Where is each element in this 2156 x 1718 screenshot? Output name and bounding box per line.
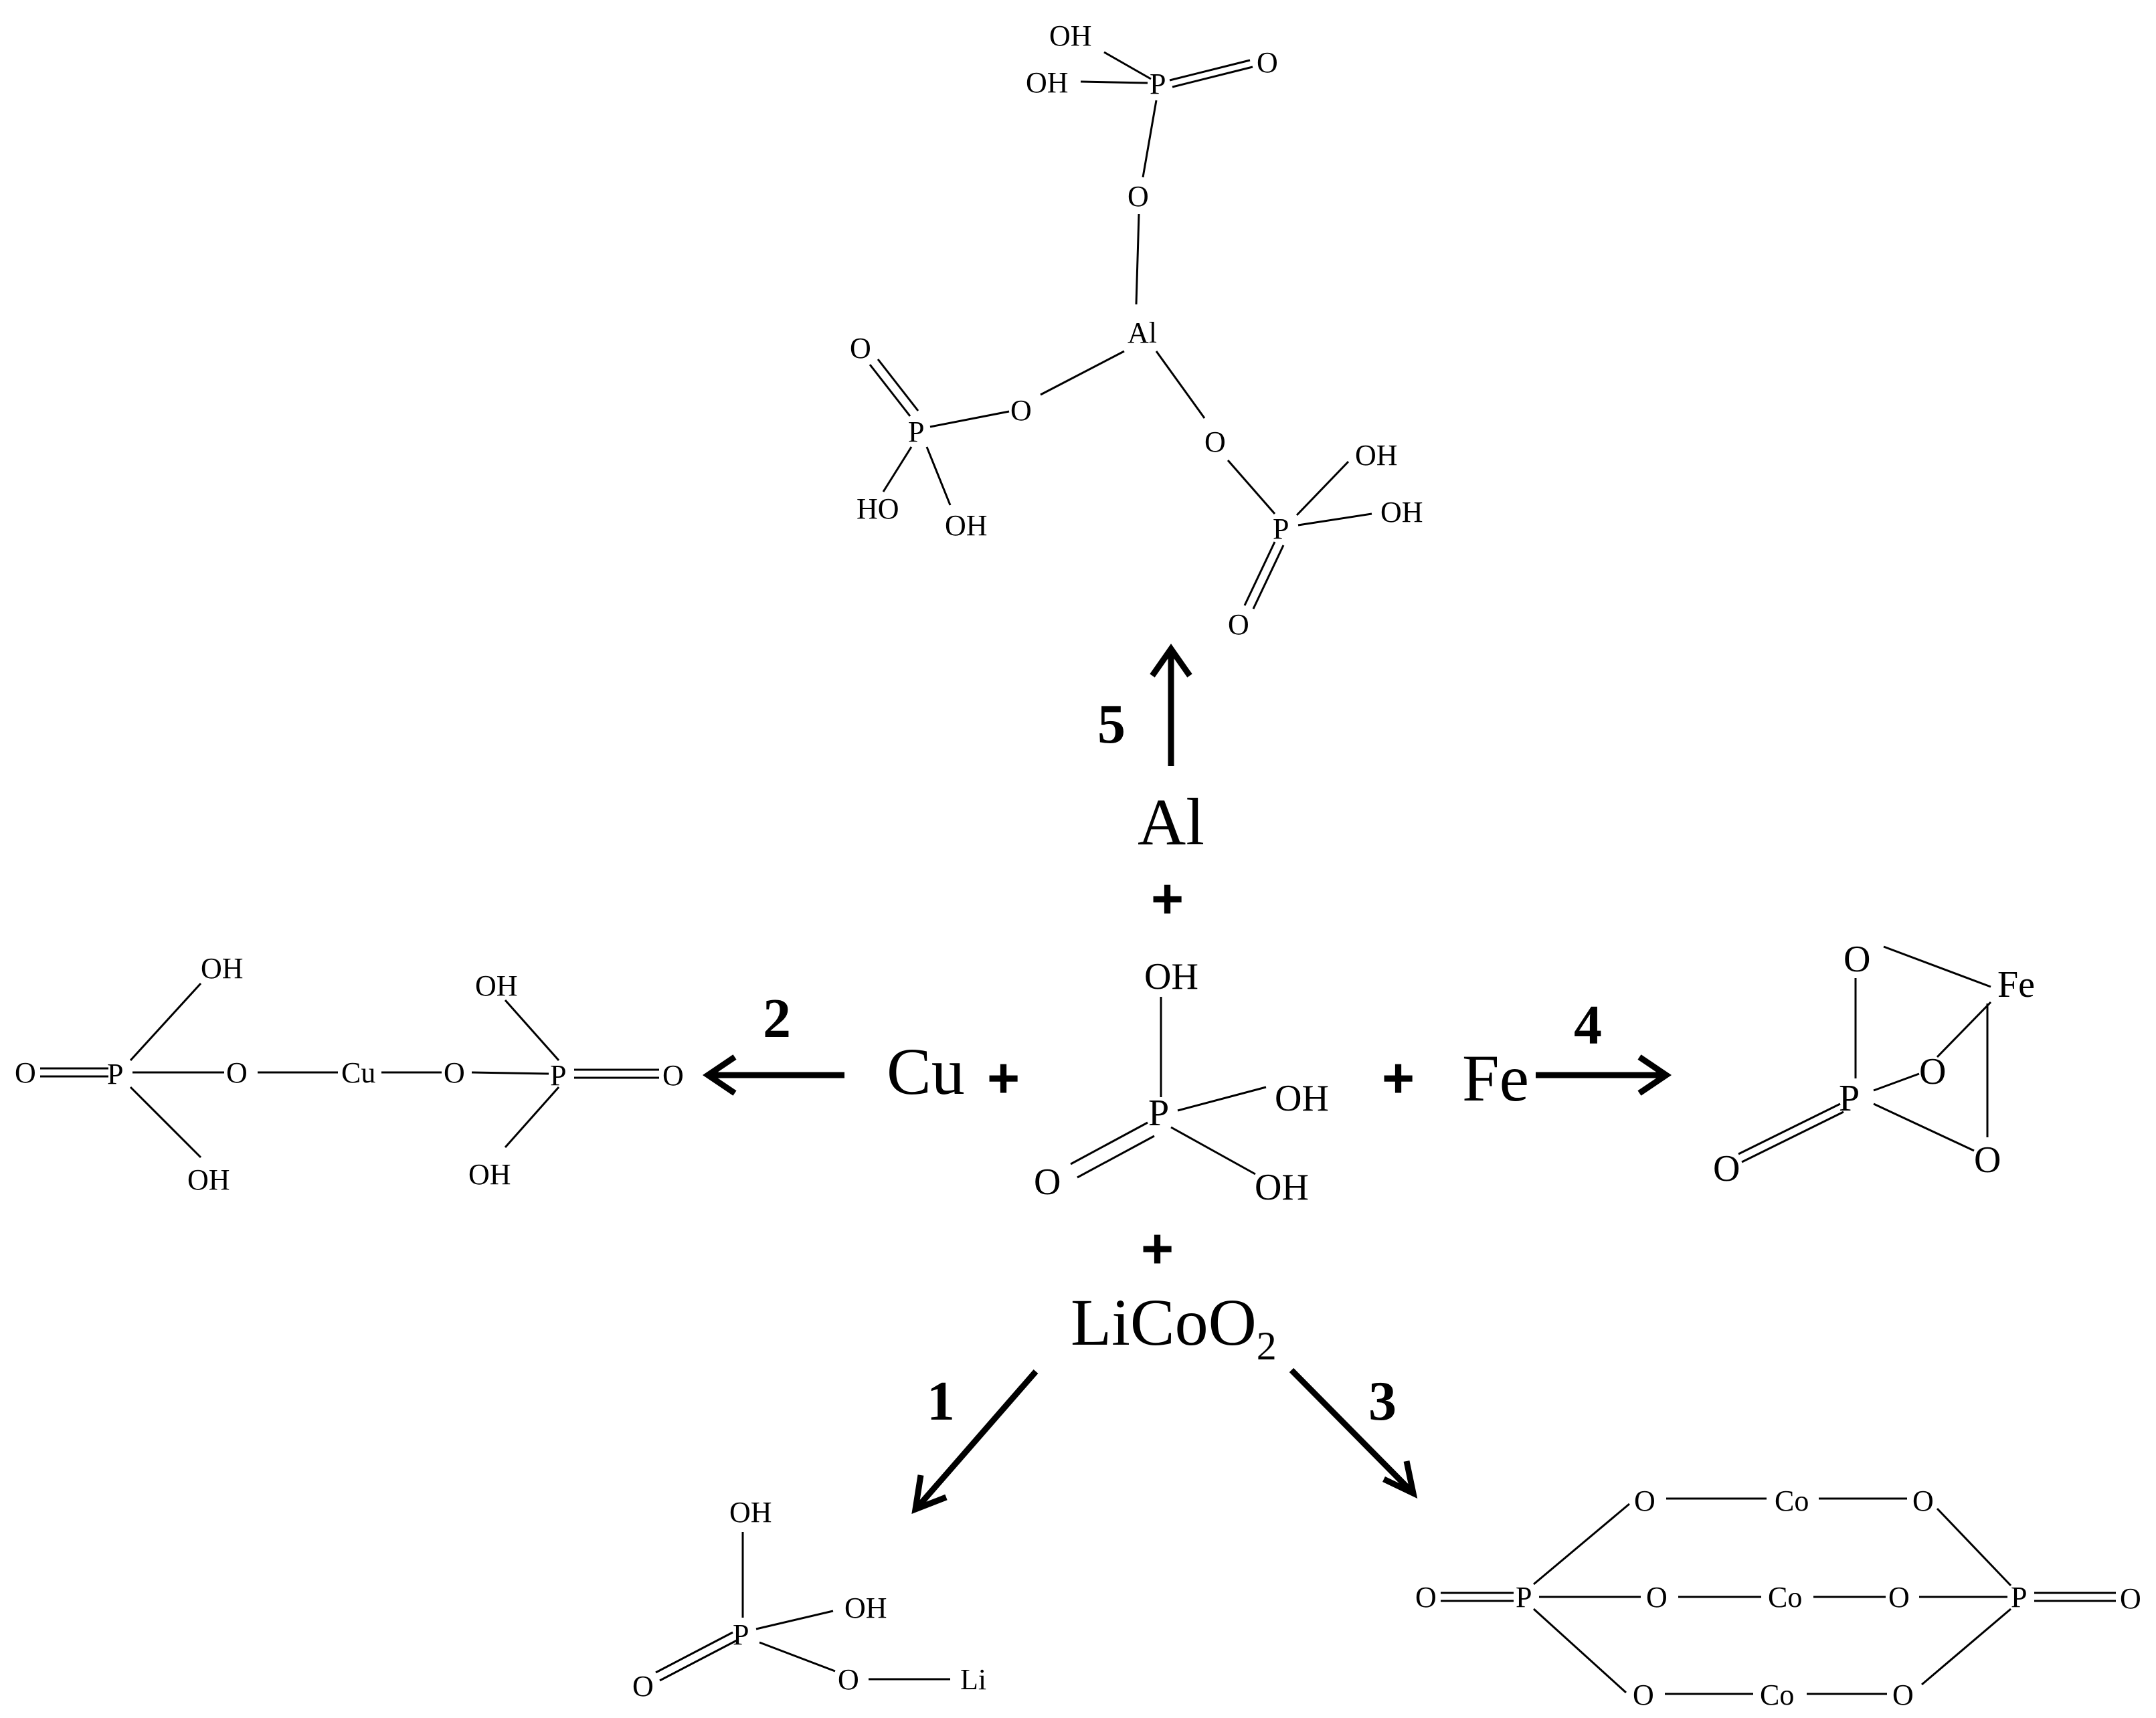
product-cobalt-phosphate: O P O Co O O Co O O Co O P O	[1415, 1485, 2141, 1711]
co-o-mid-right: O	[1888, 1581, 1910, 1614]
cu-p-left: P	[107, 1058, 123, 1090]
product-lithium-phosphate: OH P OH O Li O	[632, 1496, 986, 1703]
al-o-top-dbl: O	[1257, 46, 1278, 79]
co-o-mid-left: O	[1646, 1581, 1668, 1614]
arrow-reaction-2: 2	[702, 987, 844, 1096]
cu-o-bridge-right: O	[444, 1056, 465, 1089]
cu-o-bridge-left: O	[226, 1056, 248, 1089]
arrow-reaction-4: 4	[1536, 994, 1672, 1096]
fe-o-mid: O	[1919, 1051, 1946, 1092]
fe-o-bottom: O	[1974, 1139, 2001, 1181]
co-o-dbl-right: O	[2120, 1582, 2141, 1615]
reaction-number-4: 4	[1574, 994, 1602, 1056]
li-o-dbl: O	[632, 1670, 654, 1703]
reaction-number-3: 3	[1368, 1370, 1397, 1432]
reaction-number-2: 2	[763, 987, 791, 1050]
al-o-left-bridge: O	[1010, 394, 1032, 427]
arrow-reaction-3: 3	[1289, 1367, 1418, 1499]
co-mid: Co	[1768, 1581, 1802, 1614]
al-oh-1: OH	[1049, 19, 1092, 52]
co-top: Co	[1775, 1485, 1809, 1517]
al-o-right-dbl: O	[1228, 608, 1249, 641]
co-p-right: P	[2011, 1581, 2027, 1614]
al-oh-left: OH	[945, 509, 988, 542]
plus-sign-right: +	[1382, 1046, 1415, 1109]
al-p-top: P	[1150, 68, 1166, 100]
fe-o-top: O	[1844, 939, 1870, 980]
al-o-top-bridge: O	[1128, 180, 1149, 213]
center-oh-top: OH	[1144, 956, 1198, 997]
cu-oh-right-bottom: OH	[468, 1158, 511, 1191]
fe-o-dbl: O	[1713, 1148, 1740, 1189]
co-o-top-right: O	[1912, 1485, 1934, 1517]
reaction-number-5: 5	[1097, 693, 1126, 755]
li-atom: Li	[960, 1663, 986, 1696]
al-center: Al	[1128, 316, 1157, 349]
phosphoric-acid: OH P OH OH O	[1034, 956, 1329, 1208]
cu-o-dbl-left: O	[15, 1056, 36, 1089]
co-o-bottom-right: O	[1892, 1679, 1914, 1711]
center-o: O	[1034, 1161, 1061, 1203]
center-p: P	[1148, 1092, 1169, 1134]
cu-oh-left-top: OH	[201, 952, 244, 985]
center-oh-bottom: OH	[1255, 1167, 1309, 1208]
li-p: P	[733, 1618, 749, 1651]
co-o-bottom-left: O	[1633, 1679, 1654, 1711]
reactant-al: Al	[1138, 785, 1204, 859]
al-o-right-bridge: O	[1204, 425, 1226, 458]
cu-oh-right-top: OH	[475, 969, 518, 1002]
li-o-bridge: O	[838, 1663, 859, 1696]
reactant-licoo2: LiCoO2	[1071, 1285, 1277, 1368]
al-o-left-dbl: O	[850, 332, 871, 365]
cu-p-right: P	[550, 1059, 566, 1092]
cu-center: Cu	[341, 1056, 375, 1089]
fe-center: Fe	[1997, 964, 2035, 1006]
al-oh-right-1: OH	[1355, 439, 1398, 472]
product-iron-phosphate: O Fe O P O O	[1713, 939, 2035, 1189]
reactant-cu: Cu	[887, 1034, 965, 1109]
cu-o-dbl-right: O	[662, 1059, 684, 1092]
li-oh-top: OH	[729, 1496, 772, 1529]
co-bottom: Co	[1760, 1679, 1794, 1711]
plus-sign-left: +	[987, 1046, 1020, 1109]
reactant-fe: Fe	[1462, 1041, 1529, 1115]
center-oh-right: OH	[1275, 1078, 1329, 1119]
al-oh-right-2: OH	[1380, 496, 1423, 529]
al-p-right: P	[1273, 512, 1289, 545]
product-aluminum-phosphate: OH OH P O O Al O P O HO OH O P OH OH	[850, 19, 1423, 641]
co-o-top-left: O	[1634, 1485, 1655, 1517]
arrow-reaction-1: 1	[911, 1369, 1039, 1515]
product-copper-phosphate: O P OH OH O Cu O P OH OH O	[15, 952, 684, 1196]
co-p-left: P	[1516, 1581, 1532, 1614]
li-oh-right: OH	[844, 1592, 887, 1624]
plus-sign-top: +	[1151, 867, 1184, 930]
plus-sign-bottom: +	[1141, 1217, 1174, 1280]
al-p-left: P	[908, 415, 924, 448]
al-oh-2: OH	[1026, 66, 1069, 99]
cu-oh-left-bottom: OH	[187, 1163, 230, 1196]
co-o-dbl-left: O	[1415, 1581, 1437, 1614]
arrow-reaction-5: 5	[1097, 644, 1192, 766]
al-ho-left: HO	[857, 492, 899, 525]
reaction-number-1: 1	[927, 1370, 955, 1432]
